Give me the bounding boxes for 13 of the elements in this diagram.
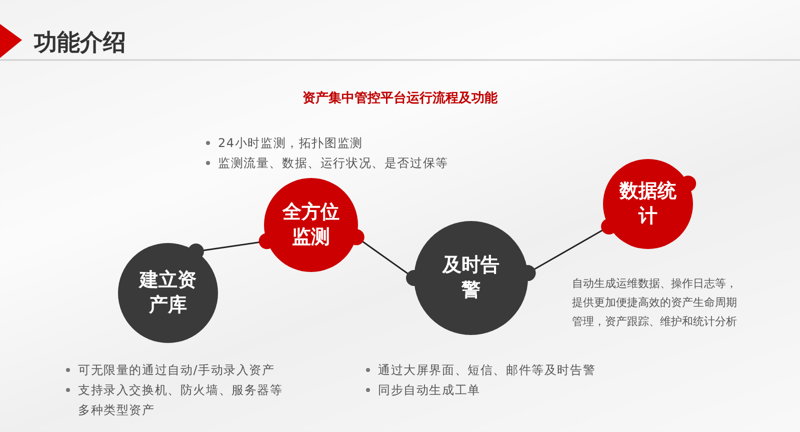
bullet-text: 24小时监测，拓扑图监测 [218,135,364,152]
description-text: 自动生成运维数据、操作日志等，提供更加便捷高效的资产生命周期管理，资产跟踪、维护和统计分析 [572,276,738,330]
bullet-text: 通过大屏界面、短信、邮件等及时告警 [378,362,597,379]
subtitle: 资产集中管控平台运行流程及功能 [302,90,498,107]
page-title: 功能介绍 [34,29,126,58]
process-circle: 数据统计 [603,159,693,249]
bullet-text: 可无限量的通过自动/手动录入资产 [78,362,276,379]
bullet-text: 支持录入交换机、防火墙、服务器等多种类型资产 [78,382,284,419]
process-circle: 及时告警 [414,221,528,335]
process-circle: 建立资产库 [118,243,218,343]
bullet-text: 监测流量、数据、运行状况、是否过保等 [218,155,450,172]
bullet-text: 同步自动生成工单 [378,382,482,399]
process-circle: 全方位监测 [264,178,358,272]
